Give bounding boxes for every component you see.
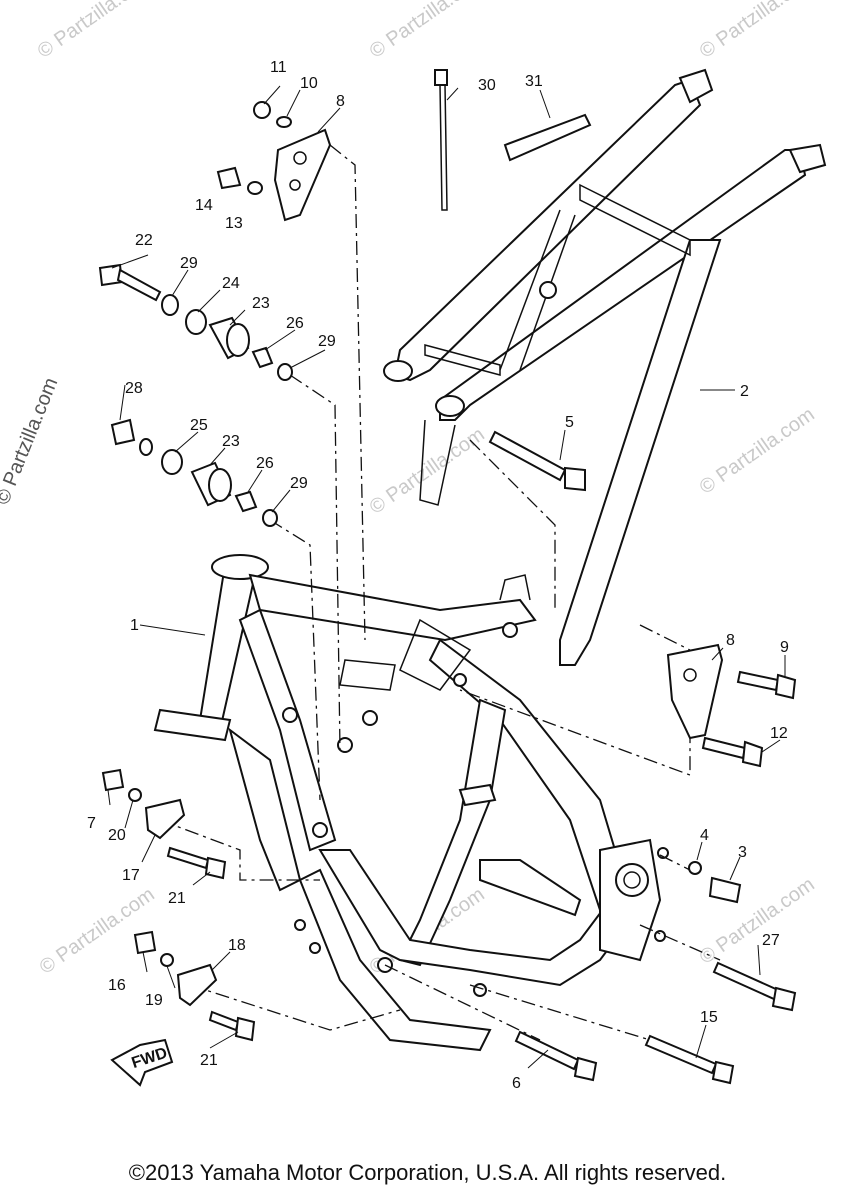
callout-23-lower: 23 <box>222 433 240 450</box>
callout-20: 20 <box>108 827 126 844</box>
callout-10: 10 <box>300 75 318 92</box>
callout-25: 25 <box>190 417 208 434</box>
callout-14: 14 <box>195 197 213 214</box>
callout-1: 1 <box>130 617 139 634</box>
callout-15: 15 <box>700 1009 718 1026</box>
callout-numbers: 1 2 3 4 5 6 7 8 8 9 10 11 12 13 14 15 16… <box>87 59 789 1092</box>
callout-19: 19 <box>145 992 163 1009</box>
callout-16: 16 <box>108 977 126 994</box>
callout-13: 13 <box>225 215 243 232</box>
hardware-parts: FWD <box>98 69 797 1087</box>
main-frame <box>153 554 669 1052</box>
copyright-footer: ©2013 Yamaha Motor Corporation, U.S.A. A… <box>128 1160 727 1185</box>
callout-26-upper: 26 <box>286 315 304 332</box>
callout-6: 6 <box>512 1075 521 1092</box>
assembly-lines <box>159 144 721 1041</box>
callout-23-upper: 23 <box>252 295 270 312</box>
rear-subframe <box>383 68 827 666</box>
callout-11: 11 <box>270 59 287 76</box>
callout-12: 12 <box>770 725 788 742</box>
callout-24: 24 <box>222 275 240 292</box>
callout-3: 3 <box>738 844 747 861</box>
callout-29-c: 29 <box>290 475 308 492</box>
callout-27: 27 <box>762 932 780 949</box>
callout-26-lower: 26 <box>256 455 274 472</box>
callout-2: 2 <box>740 383 749 400</box>
callout-31: 31 <box>525 73 543 90</box>
callout-29-b: 29 <box>318 333 336 350</box>
callout-30: 30 <box>478 77 496 94</box>
callout-5: 5 <box>565 414 574 431</box>
callout-7: 7 <box>87 815 96 832</box>
callout-21-lower: 21 <box>200 1052 218 1069</box>
callout-9: 9 <box>780 639 789 656</box>
callout-22: 22 <box>135 232 153 249</box>
frame-parts-diagram: FWD <box>87 59 827 1092</box>
callout-29-a: 29 <box>180 255 198 272</box>
callout-28: 28 <box>125 380 143 397</box>
callout-8-top: 8 <box>336 93 345 110</box>
leader-lines <box>107 85 786 1069</box>
callout-21-upper: 21 <box>168 890 186 907</box>
callout-18: 18 <box>228 937 246 954</box>
callout-8-right: 8 <box>726 632 735 649</box>
callout-17: 17 <box>122 867 140 884</box>
callout-4: 4 <box>700 827 709 844</box>
